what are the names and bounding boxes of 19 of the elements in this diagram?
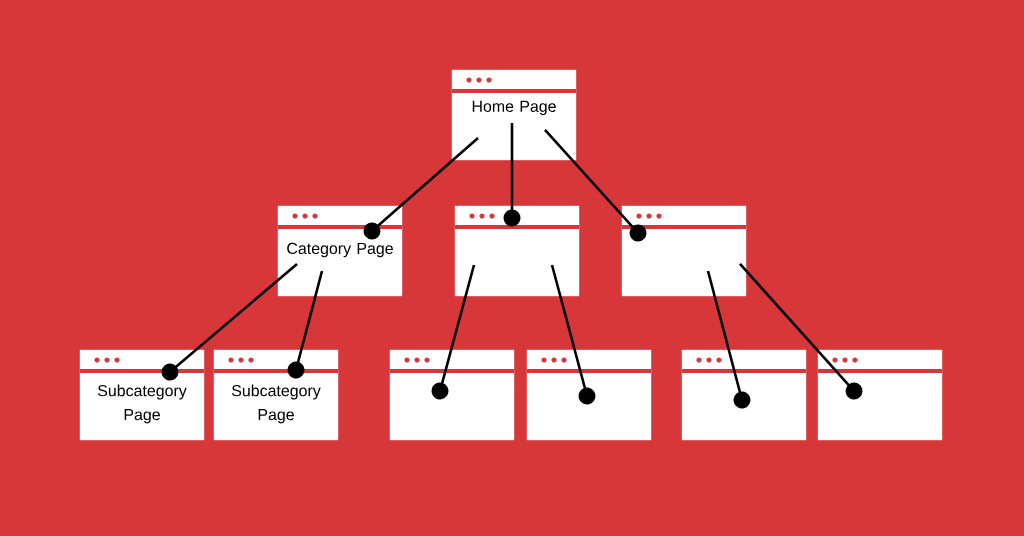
connector: [706, 270, 751, 409]
browser-window: [817, 349, 943, 441]
connector: [431, 264, 476, 400]
connector: [544, 129, 647, 242]
browser-window: Subcategory Page: [79, 349, 205, 441]
browser-window: [621, 205, 747, 297]
connector: [287, 270, 324, 379]
browser-window: Subcategory Page: [213, 349, 339, 441]
browser-window: [454, 205, 580, 297]
connector: [550, 264, 596, 405]
connector: [739, 263, 863, 400]
browser-window: Home Page: [451, 69, 577, 161]
browser-window: [526, 349, 652, 441]
connector: [363, 137, 479, 240]
browser-window: [681, 349, 807, 441]
browser-window: [389, 349, 515, 441]
connector: [161, 263, 298, 381]
browser-window: Category Page: [277, 205, 403, 297]
connector: [503, 123, 521, 227]
